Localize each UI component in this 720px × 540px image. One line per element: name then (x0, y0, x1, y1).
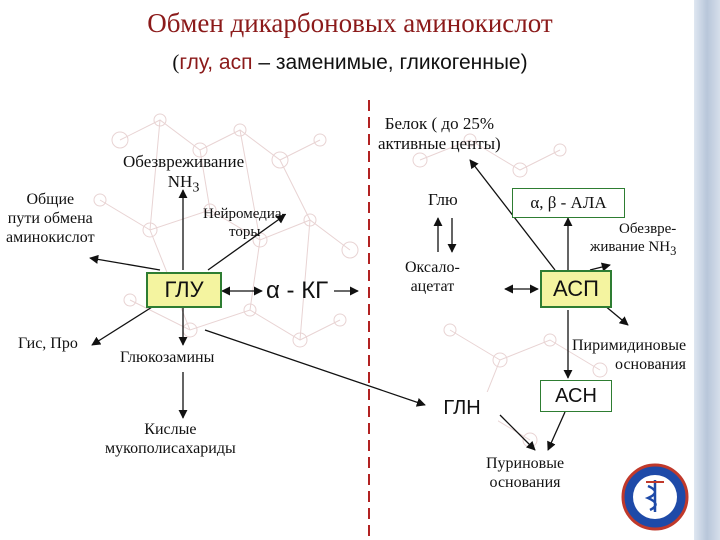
slide-title: Обмен дикарбоновых аминокислот (147, 8, 553, 38)
node-detox2: Обезвре-живание NH3 (590, 221, 677, 258)
arrow-glu-to-hispro (91, 301, 161, 346)
node-his-pro: Гис, Про (18, 335, 78, 352)
node-glu: ГЛУ (146, 272, 222, 308)
subtitle-rest: – заменимые, гликогенные) (252, 51, 528, 74)
node-akg: α - КГ (266, 277, 329, 304)
node-protein: Белок ( до 25%активные центы) (378, 114, 501, 154)
node-oxaloacetate: Оксало-ацетат (405, 259, 460, 296)
arrow-asp-to-detox2 (589, 262, 611, 272)
arrow-glu-to-neuro (207, 214, 286, 271)
arrow-asn-to-purines (547, 411, 566, 451)
arrow-glu-to-common (89, 254, 161, 271)
node-asp: АСП (540, 270, 612, 308)
arrow-to-gln (204, 329, 426, 407)
subtitle-highlight: глу, асп (179, 51, 253, 74)
node-ala: α, β - АЛА (512, 188, 625, 218)
node-glu2: Глю (428, 190, 458, 209)
arrow-gln-to-purines (499, 414, 536, 451)
node-neurotransmitters: Нейромедиа-торы (203, 206, 287, 240)
decorative-side-strip (694, 0, 720, 540)
subtitle-open-paren: ( (172, 50, 180, 74)
university-emblem-icon (621, 463, 689, 531)
node-asn: АСН (540, 380, 612, 412)
node-glucosamines: Глюкозамины (120, 349, 215, 366)
node-gln: ГЛН (426, 392, 498, 424)
slide-subtitle: (глу, асп – заменимые, гликогенные) (0, 50, 700, 75)
